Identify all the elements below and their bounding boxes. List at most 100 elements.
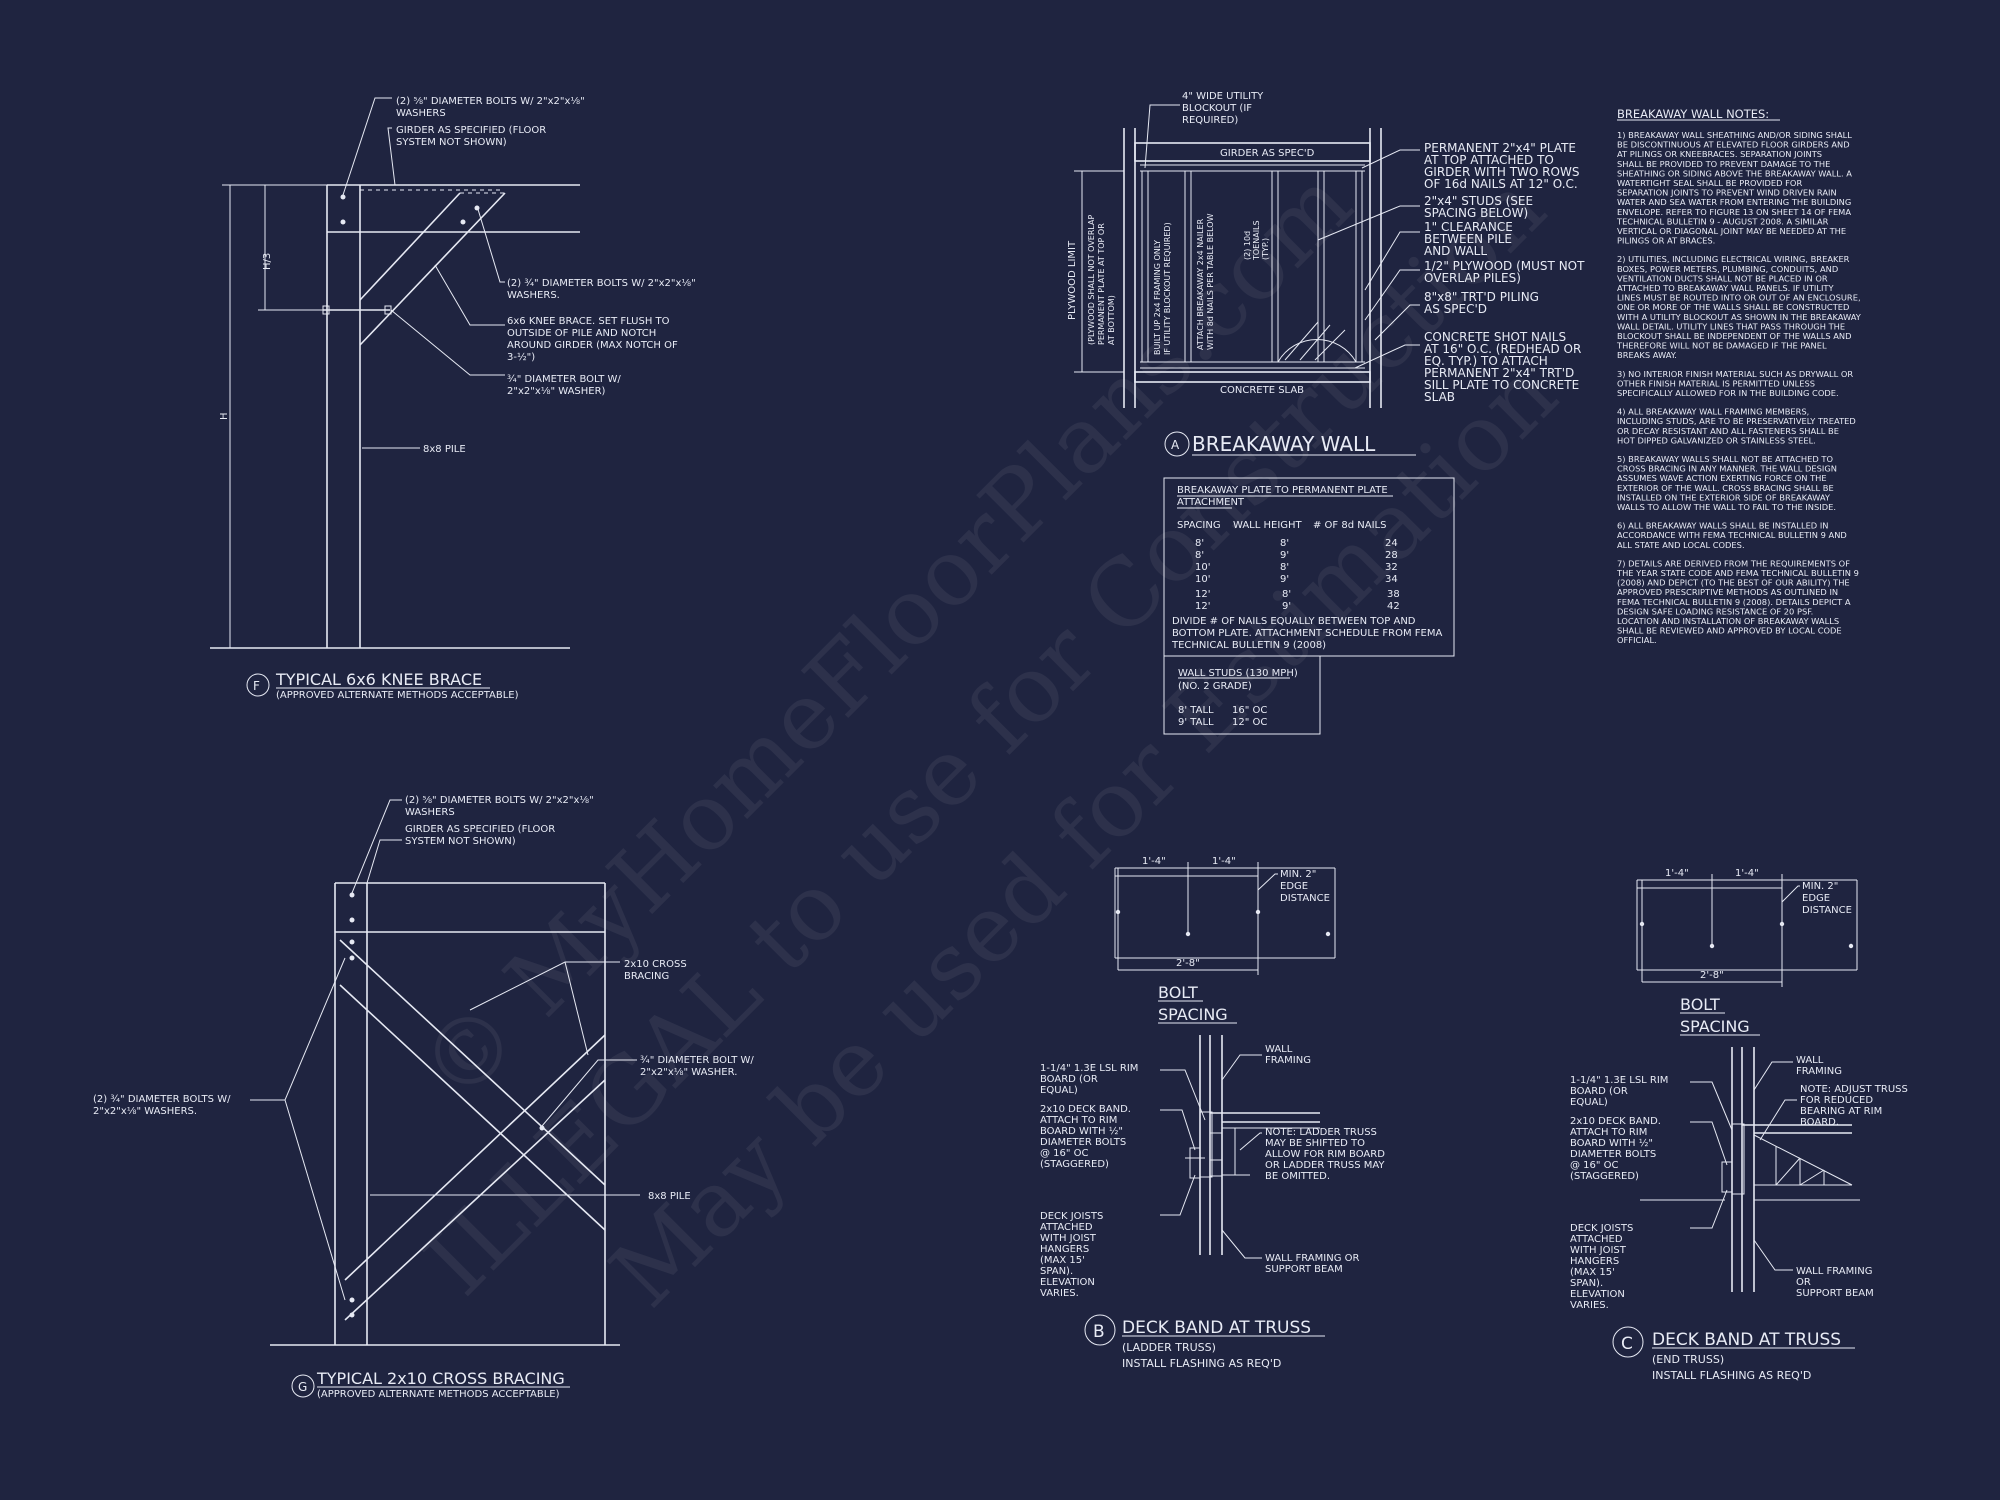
inner-note: TOENAILS [1252,220,1261,261]
bolt-b-title: BOLT [1158,983,1198,1002]
cell: 12" OC [1232,717,1267,728]
cell: 8' TALL [1178,705,1214,716]
note: DECK JOISTS [1570,1223,1633,1234]
nail-table-note: TECHNICAL BULLETIN 9 (2008) [1171,640,1326,651]
bolt-b-dim1: 1'-4" [1142,856,1166,867]
bolt-c-dim1: 1'-4" [1665,868,1689,879]
bolt-c-title: BOLT [1680,995,1720,1014]
detail-g-callout: (2) ⅝" DIAMETER BOLTS W/ 2"x2"x⅛" [405,795,594,806]
detail-f-callout: WASHERS [396,108,446,119]
note-line: EXTERIOR OF THE WALL. CROSS BRACING SHAL… [1617,483,1834,493]
plywood-limit-label: PLYWOOD LIMIT [1067,240,1078,320]
nail-table-title: BREAKAWAY PLATE TO PERMANENT PLATE [1177,485,1388,496]
slab-label: CONCRETE SLAB [1220,385,1304,396]
detail-f-callout: ¾" DIAMETER BOLT W/ [507,374,621,385]
blockout-note: 4" WIDE UTILITY [1182,91,1264,102]
note-line: 7) DETAILS ARE DERIVED FROM THE REQUIREM… [1617,558,1850,568]
bolt-b-edge: DISTANCE [1280,893,1330,904]
note-line: (2008) AND DEPICT (TO THE BEST OF OUR AB… [1617,578,1850,588]
right-note: OVERLAP PILES) [1424,271,1521,285]
note: NOTE: ADJUST TRUSS [1800,1084,1908,1095]
right-note: EQ. TYP.) TO ATTACH [1424,354,1548,368]
detail-f-callout: (2) ⅝" DIAMETER BOLTS W/ 2"x2"x⅛" [396,96,585,107]
note: @ 16" OC [1570,1160,1619,1171]
note: BOARD (OR [1040,1074,1098,1085]
note-line: INSTALLED ON THE EXTERIOR SIDE OF BREAKA… [1617,492,1831,502]
note: (MAX 15' [1040,1255,1085,1266]
detail-c-right-notes: WALL FRAMING NOTE: ADJUST TRUSS FOR REDU… [1796,1055,1908,1299]
note: SUPPORT BEAM [1265,1264,1343,1275]
detail-a-tag: A [1171,438,1180,452]
notes-body: 1) BREAKAWAY WALL SHEATHING AND/OR SIDIN… [1616,130,1862,645]
detail-c-tag: C [1621,1334,1633,1354]
note-line: SEPARATION JOINTS TO PREVENT WIND DRIVEN… [1617,188,1837,198]
note: 2x10 DECK BAND. [1570,1116,1661,1127]
studs-title: WALL STUDS (130 MPH) [1178,668,1298,679]
note-line: CROSS BRACING IN ANY MANNER. THE WALL DE… [1617,464,1837,474]
note: BOARD WITH ½" [1570,1137,1653,1149]
cell: 8' [1195,538,1204,549]
breakaway-wall-notes: BREAKAWAY WALL NOTES: 1) BREAKAWAY WALL … [1616,107,1862,645]
cell: 38 [1387,589,1400,600]
detail-c-sub2: INSTALL FLASHING AS REQ'D [1652,1369,1811,1382]
note: (STAGGERED) [1040,1159,1109,1170]
note-line: WITH A UTILITY BLOCKOUT AS SHOWN IN THE … [1617,312,1862,322]
note-line: BOXES, POWER METERS, PLUMBING, CONDUITS,… [1617,264,1838,274]
bolt-spacing-b: 1'-4" 1'-4" 2'-8" MIN. 2" EDGE DISTANCE … [1114,856,1336,1024]
nail-table-header: # OF 8d NAILS [1313,520,1386,531]
note-line: LOCATION AND INSTALLATION OF BREAKAWAY W… [1617,616,1839,626]
note-line: SHEATHING OR SIDING ABOVE THE BREAKAWAY … [1617,168,1852,178]
note: HANGERS [1040,1244,1089,1255]
inner-note: IF UTILITY BLOCKOUT REQUIRED) [1163,222,1172,355]
note: (MAX 15' [1570,1267,1615,1278]
nail-table-header: SPACING [1177,520,1221,531]
note: DIAMETER BOLTS [1570,1149,1656,1160]
note-line: VENTILATION DUCTS SHALL NOT BE PLACED IN… [1617,273,1828,283]
note-line: SHALL BE REVIEWED AND APPROVED BY LOCAL … [1617,626,1842,636]
cell: 9' [1282,601,1291,612]
cell: 24 [1385,538,1398,549]
note-line: OFFICIAL. [1617,635,1657,645]
note-line: APPROVED PRESCRIPTIVE METHODS AS OUTLINE… [1617,587,1838,597]
detail-b-tag: B [1093,1322,1105,1342]
detail-g-callout: ¾" DIAMETER BOLT W/ [640,1055,754,1066]
bolt-c-title: SPACING [1680,1017,1750,1036]
detail-f-callout: AROUND GIRDER (MAX NOTCH OF [507,340,678,351]
detail-g-title: TYPICAL 2x10 CROSS BRACING [316,1369,565,1388]
nail-table-rows: 8' 8' 24 8' 9' 28 10' 8' 32 10' 9' 34 12… [1195,538,1400,612]
note-line: ATTACHED TO BREAKAWAY WALL PANELS. IF UT… [1617,283,1834,293]
cell: 28 [1385,550,1398,561]
plywood-limit-note: (PLYWOOD SHALL NOT OVERLAP [1087,214,1096,345]
note: SPAN). [1570,1278,1603,1289]
detail-g-callout: 2x10 CROSS [624,959,687,970]
note-line: VERTICAL OR DIAGONAL JOINT MAY BE NEEDED… [1617,226,1846,236]
note-line: BE DISCONTINUOUS AT ELEVATED FLOOR GIRDE… [1617,140,1850,150]
detail-b-left-notes: 1-1/4" 1.3E LSL RIM BOARD (OR EQUAL) 2x1… [1040,1063,1138,1299]
note: WALL [1265,1044,1293,1055]
note: MAY BE SHIFTED TO [1265,1138,1365,1149]
note: FRAMING [1265,1055,1311,1066]
note-line: ONE OR MORE OF THE WALLS SHALL BE CONSTR… [1617,302,1849,312]
detail-f-callout: SYSTEM NOT SHOWN) [396,137,507,148]
inner-note: (2) 10d [1243,231,1252,260]
note-line: OR DECAY RESISTANT AND ALL FASTENERS SHA… [1617,426,1839,436]
note: BOARD (OR [1570,1086,1628,1097]
detail-f-title: TYPICAL 6x6 KNEE BRACE [275,670,482,689]
note: WALL FRAMING OR [1265,1253,1359,1264]
note-line: 5) BREAKAWAY WALLS SHALL NOT BE ATTACHED… [1617,454,1833,464]
note: ATTACH TO RIM [1040,1115,1117,1126]
note: 2x10 DECK BAND. [1040,1104,1131,1115]
note-line: SHALL BE PROVIDED TO PREVENT DAMAGE TO T… [1617,159,1830,169]
cell: 9' [1280,574,1289,585]
detail-f-tag: F [253,679,260,693]
note-line: THE YEAR STATE CODE AND FEMA TECHNICAL B… [1616,568,1859,578]
cell: 32 [1385,562,1398,573]
detail-b-right-notes: WALL FRAMING NOTE: LADDER TRUSS MAY BE S… [1265,1044,1385,1275]
detail-g-subtitle: (APPROVED ALTERNATE METHODS ACCEPTABLE) [317,1389,560,1400]
right-note: OF 16d NAILS AT 12" O.C. [1424,177,1578,191]
studs-subtitle: (NO. 2 GRADE) [1178,681,1252,692]
note: 1-1/4" 1.3E LSL RIM [1570,1075,1668,1086]
dim-h3: H/3 [262,253,273,270]
note-line: OTHER FINISH MATERIAL IS PERMITTED UNLES… [1617,378,1815,388]
